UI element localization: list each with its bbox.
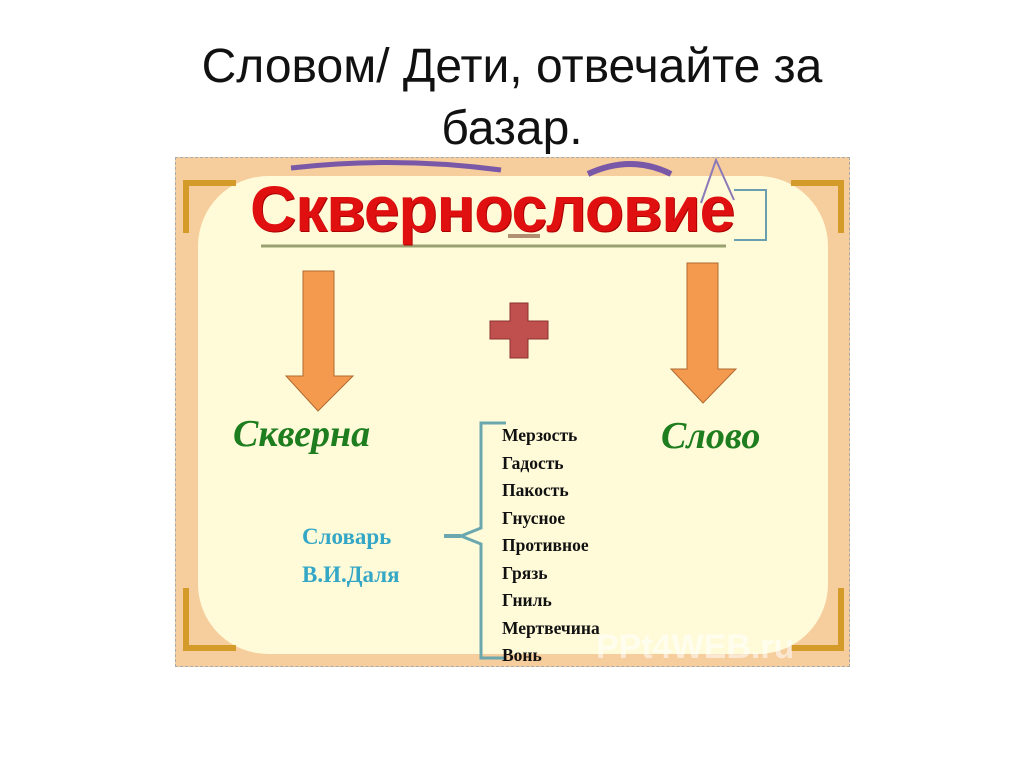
main-word: Сквернословие [250, 173, 735, 245]
synonym-list: Мерзость Гадость Пакость Гнусное Противн… [502, 422, 600, 666]
slide-title: Словом/ Дети, отвечайте за базар. [0, 36, 1024, 160]
suffix-mark-icon [700, 158, 735, 204]
list-item: Грязь [502, 562, 548, 583]
prefix-arc-icon [290, 159, 502, 173]
list-item: Гниль [502, 590, 552, 610]
root-arc-icon [586, 161, 673, 177]
corner-ornaments [183, 180, 844, 651]
list-item: Противное [502, 535, 589, 555]
plus-icon [489, 302, 549, 359]
left-arrow-icon [284, 270, 355, 412]
list-item: Гнусное [502, 507, 566, 528]
slide-title-line1: Словом/ Дети, отвечайте за [201, 40, 823, 93]
watermark: PPt4WEB.ru [596, 628, 795, 666]
dictionary-label: Словарь В.И.Даля [302, 518, 400, 594]
list-item: Пакость [502, 480, 569, 500]
brace-icon [456, 421, 506, 660]
slide-title-line2: базар. [441, 102, 583, 155]
right-arrow-icon [669, 262, 738, 404]
left-part: Скверна [233, 413, 371, 455]
dictionary-line1: Словарь [302, 524, 392, 549]
dictionary-line2: В.И.Даля [302, 562, 400, 587]
ending-box-icon [734, 189, 767, 241]
slide-image: Сквернословие Скверна Слово Словарь В.И.… [175, 157, 850, 667]
right-part: Слово [661, 415, 761, 457]
corner-br [791, 588, 844, 651]
list-item: Вонь [502, 645, 542, 665]
decorations [183, 158, 844, 660]
corner-tr [791, 180, 844, 233]
cream-panel [198, 176, 828, 654]
list-item: Гадость [502, 452, 564, 473]
corner-tl [183, 180, 236, 233]
corner-bl [183, 588, 236, 651]
list-item: Мертвечина [502, 617, 600, 638]
list-item: Мерзость [502, 425, 578, 445]
